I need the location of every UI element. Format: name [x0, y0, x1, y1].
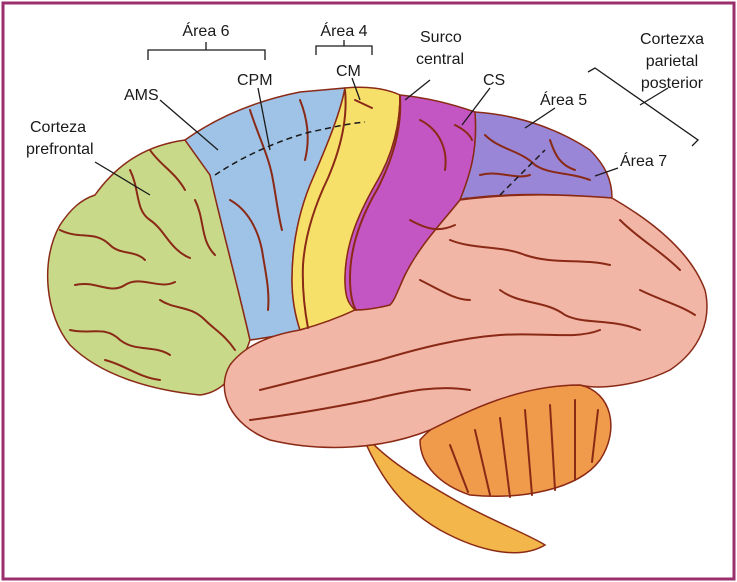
- bracket-area-4: [315, 40, 373, 55]
- label-cm: CM: [336, 63, 361, 80]
- label-cpm: CPM: [237, 72, 273, 89]
- label-ams: AMS: [124, 87, 159, 104]
- label-surco-line2: central: [416, 51, 464, 68]
- dashed-boundary-parietal: [499, 149, 546, 196]
- leader-area-7: [594, 167, 619, 177]
- leader-cs: [461, 87, 491, 126]
- parietal-sulci: [479, 134, 591, 181]
- cerebellum-folia: [449, 399, 599, 498]
- brainstem-region: [359, 429, 547, 554]
- label-area-6: Área 6: [182, 21, 229, 40]
- frontal-sulci: [59, 149, 236, 381]
- label-parietal-line2: parietal: [646, 53, 698, 70]
- leader-area-5: [524, 107, 556, 129]
- leader-cm: [351, 77, 361, 101]
- label-cs: CS: [483, 72, 505, 89]
- label-parietal-line1: Cortezxa: [640, 31, 704, 48]
- label-parietal-line3: posterior: [641, 75, 704, 92]
- dashed-boundary-frontal: [214, 121, 366, 176]
- central-sulci: [229, 89, 473, 329]
- leader-cpm: [257, 87, 271, 151]
- leader-corteza-prefrontal: [94, 161, 151, 196]
- leader-ams: [159, 99, 219, 151]
- temporal-sulci: [249, 219, 696, 421]
- label-area-7: Área 7: [620, 151, 667, 170]
- label-area-5: Área 5: [540, 90, 587, 109]
- label-corteza-line1: Corteza: [30, 119, 86, 136]
- label-corteza-line2: prefrontal: [26, 141, 94, 158]
- bracket-area-6: [147, 42, 266, 60]
- bracket-parietal: [587, 67, 700, 147]
- posterior-parietal-areas-5-7: [458, 111, 613, 202]
- label-surco-line1: Surco: [420, 29, 462, 46]
- leader-surco-central: [404, 79, 431, 101]
- label-area-4: Área 4: [320, 21, 367, 40]
- temporal-occipital-region: [223, 194, 708, 449]
